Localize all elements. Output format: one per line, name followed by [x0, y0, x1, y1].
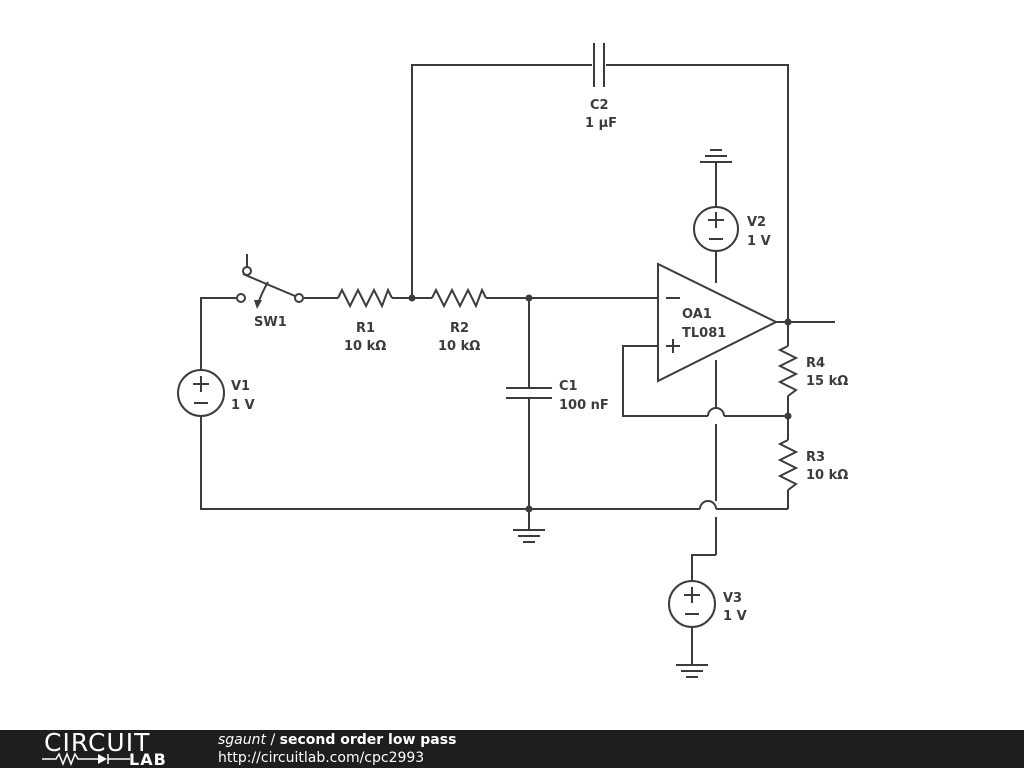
circuit-title[interactable]: second order low pass	[279, 732, 457, 748]
c2-value: 1 µF	[585, 116, 617, 131]
title-separator: /	[266, 732, 280, 748]
switch-sw1	[236, 254, 304, 309]
opamp-oa1	[657, 262, 779, 383]
oa1-name: OA1	[682, 307, 712, 322]
ground-symbol-v2	[700, 149, 732, 163]
circuitlab-logo[interactable]: CIRCUIT LAB	[42, 730, 177, 768]
r3-name: R3	[806, 450, 825, 465]
r2-name: R2	[450, 321, 469, 336]
v1-value: 1 V	[231, 398, 255, 413]
ground-symbol	[513, 529, 545, 543]
logo-text-lab: LAB	[129, 750, 167, 769]
v2-value: 1 V	[747, 234, 771, 249]
sw1-label: SW1	[254, 315, 287, 330]
r4-value: 15 kΩ	[806, 374, 848, 389]
v1-name: V1	[231, 379, 250, 394]
r1-value: 10 kΩ	[344, 339, 386, 354]
v2-name: V2	[747, 215, 766, 230]
author-link[interactable]: sgaunt	[218, 732, 266, 748]
footer-bar: CIRCUIT LAB sgaunt / second order low pa…	[0, 730, 1024, 768]
r2-value: 10 kΩ	[438, 339, 480, 354]
voltage-source-v1	[177, 369, 225, 417]
c2-name: C2	[590, 98, 609, 113]
resistor-r2	[431, 287, 487, 309]
logo-resistor-diode-icon	[42, 752, 130, 766]
c1-name: C1	[559, 379, 578, 394]
r4-name: R4	[806, 356, 825, 371]
r3-value: 10 kΩ	[806, 468, 848, 483]
ground-symbol-v3	[676, 664, 708, 678]
voltage-source-v2	[693, 206, 739, 252]
junctions	[408, 294, 792, 513]
circuit-title-line: sgaunt / second order low pass	[218, 731, 456, 749]
v3-name: V3	[723, 591, 742, 606]
logo-text-circuit: CIRCUIT	[44, 728, 151, 757]
oa1-model: TL081	[682, 326, 726, 341]
resistor-r3	[777, 439, 799, 491]
capacitor-c2	[593, 43, 605, 87]
r1-name: R1	[356, 321, 375, 336]
footer-text: sgaunt / second order low pass http://ci…	[218, 731, 456, 767]
capacitor-c1	[506, 387, 552, 399]
wires	[200, 64, 835, 665]
voltage-source-v3	[668, 580, 716, 628]
circuit-schematic: SW1 R1 10 kΩ R2 10 kΩ C2 1 µF C1 100 nF …	[177, 43, 848, 678]
resistor-r1	[337, 287, 393, 309]
resistor-r4	[777, 345, 799, 397]
circuit-url[interactable]: http://circuitlab.com/cpc2993	[218, 750, 425, 766]
c1-value: 100 nF	[559, 398, 609, 413]
v3-value: 1 V	[723, 609, 747, 624]
